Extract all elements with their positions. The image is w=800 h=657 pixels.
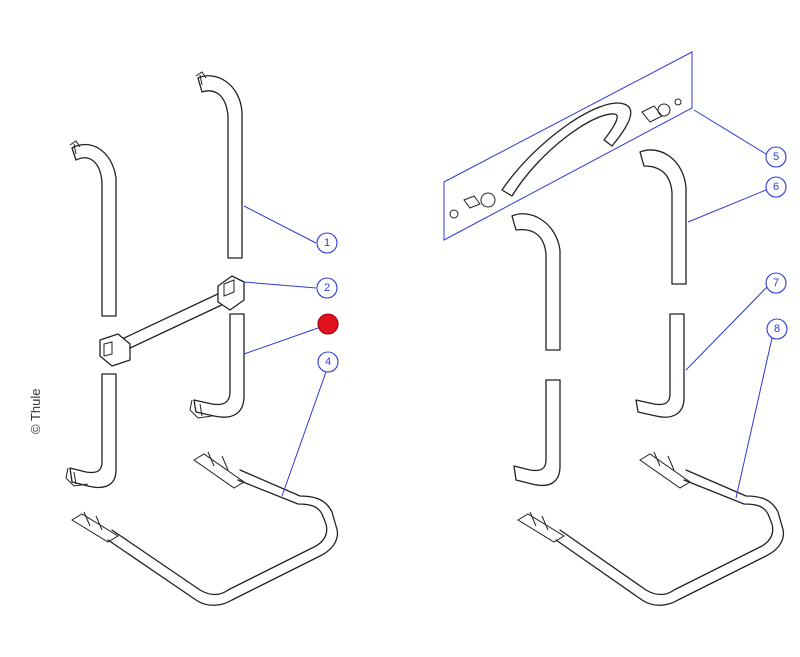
callout-2[interactable]: 2: [316, 277, 338, 299]
svg-text:3: 3: [325, 318, 331, 330]
svg-text:2: 2: [324, 282, 330, 294]
left-assembly: [65, 71, 339, 606]
copyright-text: © Thule: [28, 389, 43, 434]
callout-1[interactable]: 1: [316, 232, 338, 254]
callout-5[interactable]: 5: [765, 146, 787, 168]
callout-3[interactable]: 3: [317, 313, 339, 335]
left-short-j-tube: [69, 373, 117, 489]
leader-5: [693, 109, 767, 155]
part-2-crossbar: [99, 275, 245, 367]
part-5-panel: [443, 51, 693, 241]
part-6-bent-tube: [639, 149, 687, 285]
right-upper-bent-tube: [511, 213, 561, 351]
svg-text:4: 4: [325, 356, 331, 368]
part-8-base-frame: [517, 451, 785, 606]
callout-4[interactable]: 4: [317, 351, 339, 373]
svg-text:1: 1: [324, 237, 330, 249]
leader-8: [735, 337, 773, 499]
part-3-j-tube: [193, 313, 245, 418]
svg-text:5: 5: [773, 151, 779, 163]
callout-6[interactable]: 6: [765, 176, 787, 198]
part-4-base-frame: [71, 451, 339, 606]
left-upper-bent-tube: [71, 143, 117, 317]
leader-2: [243, 281, 317, 289]
leader-1: [243, 205, 317, 244]
svg-text:8: 8: [774, 323, 780, 335]
right-short-j-tube: [513, 379, 561, 487]
callouts: 1 2 3 4 5 6 7 8: [316, 146, 788, 373]
right-assembly: [443, 51, 785, 606]
part-5-handle-bar: [449, 98, 682, 219]
svg-text:7: 7: [773, 277, 779, 289]
svg-text:6: 6: [773, 181, 779, 193]
part-7-j-tube: [635, 313, 685, 418]
leader-6: [687, 189, 767, 223]
callout-7[interactable]: 7: [765, 272, 787, 294]
part-1-bent-tube: [197, 75, 243, 259]
callout-8[interactable]: 8: [766, 318, 788, 340]
leader-4: [281, 371, 327, 497]
leader-3: [243, 327, 319, 355]
leader-7: [685, 285, 769, 371]
